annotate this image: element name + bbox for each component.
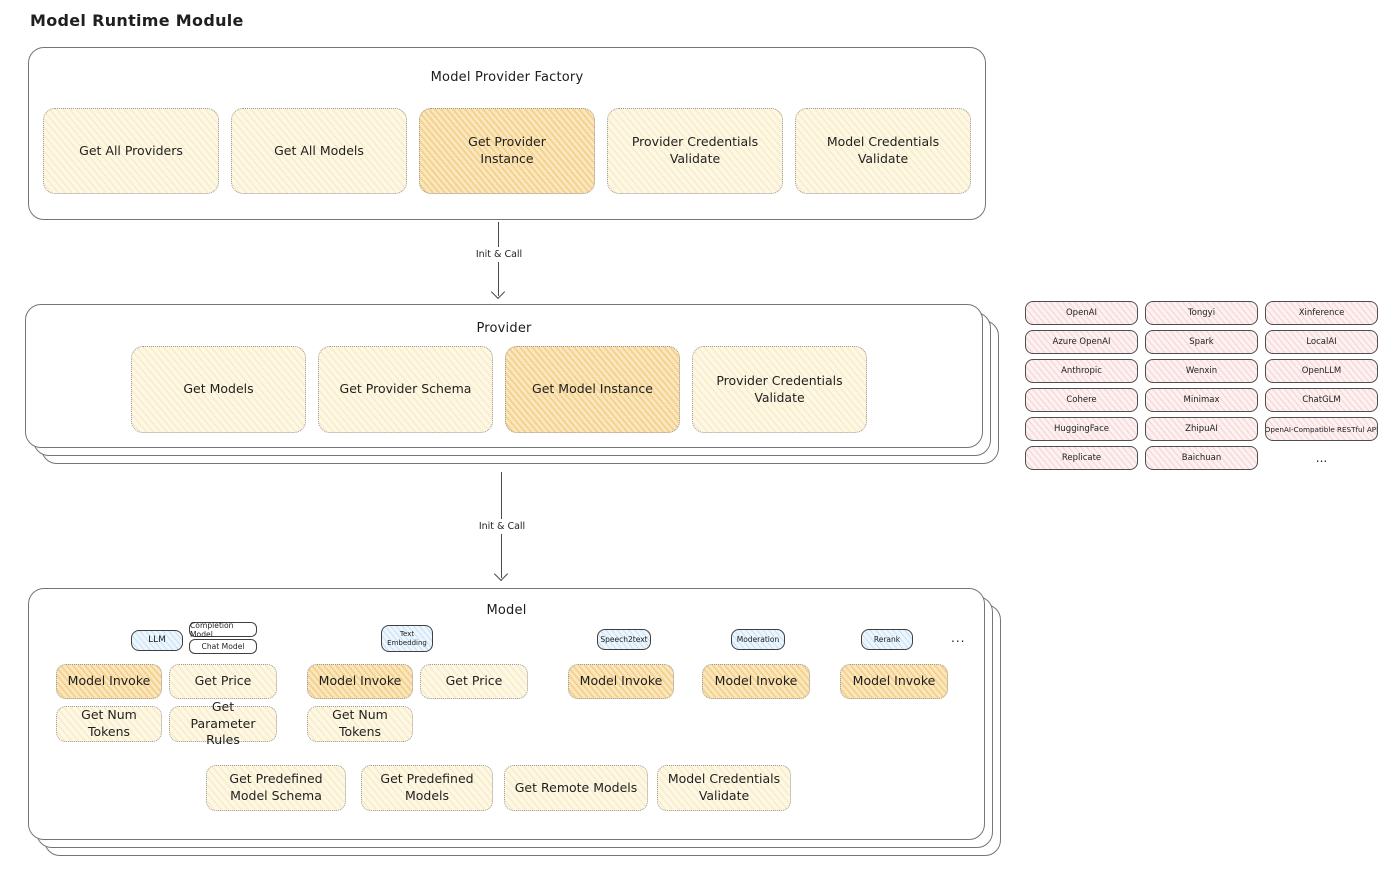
speech2text-model-invoke: Model Invoke [568, 664, 674, 699]
provider-chip-localai: LocalAI [1265, 330, 1378, 354]
provider-chip-chatglm: ChatGLM [1265, 388, 1378, 412]
method-label: Provider Credentials Validate [631, 134, 759, 166]
method-label: Get Provider Schema [339, 381, 472, 397]
tab-chat-model: Chat Model [189, 639, 257, 654]
provider-panel: Provider Get Models Get Provider Schema … [25, 304, 983, 448]
provider-chip-huggingface: HuggingFace [1025, 417, 1138, 441]
model-panel: Model LLM Completion Model Chat Model Te… [28, 588, 985, 840]
method-label: Get Parameter Rules [190, 698, 256, 748]
method-label: Model Credentials Validate [826, 134, 940, 166]
provider-chip-cohere: Cohere [1025, 388, 1138, 412]
get-predefined-model-schema: Get Predefined Model Schema [206, 765, 346, 811]
provider-chip-tongyi: Tongyi [1145, 301, 1258, 325]
method-label: Get All Providers [79, 142, 183, 158]
method-label: Get Predefined Model Schema [229, 771, 323, 803]
arrow-label-init-call-1: Init & Call [464, 247, 534, 262]
provider-method-provider-credentials-validate: Provider Credentials Validate [692, 346, 867, 433]
method-label: Get Remote Models [514, 779, 638, 795]
llm-get-num-tokens: Get Num Tokens [56, 706, 162, 742]
get-predefined-models: Get Predefined Models [361, 765, 493, 811]
llm-get-parameter-rules: Get Parameter Rules [169, 699, 277, 747]
method-label: Model Invoke [318, 673, 402, 689]
moderation-model-invoke: Model Invoke [702, 664, 810, 699]
method-label: Get Model Instance [532, 381, 653, 397]
provider-method-get-model-instance: Get Model Instance [505, 346, 680, 433]
embedding-get-price: Get Price [420, 664, 528, 699]
provider-chip-openai-compatible: OpenAI-Compatible RESTful API [1265, 417, 1378, 441]
method-label: Model Invoke [579, 673, 663, 689]
tab-rerank: Rerank [861, 629, 913, 650]
providers-grid: OpenAI Tongyi Xinference Azure OpenAI Sp… [1025, 301, 1378, 470]
method-label: Model Invoke [852, 673, 936, 689]
factory-method-provider-credentials-validate: Provider Credentials Validate [607, 108, 783, 194]
arrow-label-init-call-2: Init & Call [467, 519, 537, 534]
method-label: Get All Models [274, 142, 364, 158]
provider-chip-anthropic: Anthropic [1025, 359, 1138, 383]
method-label: Get Provider Instance [468, 134, 546, 166]
method-label: Provider Credentials Validate [716, 372, 843, 405]
method-label: Get Predefined Models [380, 771, 474, 803]
page-title: Model Runtime Module [30, 11, 244, 30]
tab-llm: LLM [131, 630, 183, 651]
llm-get-price: Get Price [169, 664, 277, 699]
factory-method-get-all-models: Get All Models [231, 108, 407, 194]
tab-moderation: Moderation [731, 629, 785, 650]
method-label: Get Num Tokens [81, 707, 137, 739]
factory-panel: Model Provider Factory Get All Providers… [28, 47, 986, 220]
method-label: Get Num Tokens [332, 707, 388, 739]
factory-method-model-credentials-validate: Model Credentials Validate [795, 108, 971, 194]
get-remote-models: Get Remote Models [504, 765, 648, 811]
provider-chip-azure-openai: Azure OpenAI [1025, 330, 1138, 354]
provider-chip-replicate: Replicate [1025, 446, 1138, 470]
provider-chip-xinference: Xinference [1265, 301, 1378, 325]
provider-method-get-provider-schema: Get Provider Schema [318, 346, 493, 433]
tab-speech2text: Speech2text [597, 629, 651, 650]
embedding-model-invoke: Model Invoke [307, 664, 413, 699]
tab-completion-model: Completion Model [189, 621, 257, 639]
provider-chip-minimax: Minimax [1145, 388, 1258, 412]
method-label: Model Invoke [714, 673, 798, 689]
model-tabs-more-ellipsis: ... [951, 631, 966, 645]
providers-more-ellipsis: ... [1315, 451, 1328, 465]
model-title: Model [486, 603, 527, 618]
provider-chip-baichuan: Baichuan [1145, 446, 1258, 470]
factory-method-get-provider-instance: Get Provider Instance [419, 108, 595, 194]
method-label: Model Invoke [67, 673, 151, 689]
llm-model-invoke: Model Invoke [56, 664, 162, 699]
provider-title: Provider [476, 321, 532, 336]
method-label: Model Credentials Validate [667, 771, 781, 803]
method-label: Get Models [183, 381, 254, 397]
factory-title: Model Provider Factory [430, 70, 584, 85]
provider-chip-wenxin: Wenxin [1145, 359, 1258, 383]
embedding-get-num-tokens: Get Num Tokens [307, 706, 413, 742]
factory-methods-row: Get All Providers Get All Models Get Pro… [43, 108, 971, 194]
provider-chip-zhipuai: ZhipuAI [1145, 417, 1258, 441]
method-label: Get Price [445, 673, 503, 689]
provider-chip-spark: Spark [1145, 330, 1258, 354]
factory-method-get-all-providers: Get All Providers [43, 108, 219, 194]
tab-text-embedding: Text Embedding [381, 625, 433, 652]
method-label: Get Price [194, 673, 252, 689]
rerank-model-invoke: Model Invoke [840, 664, 948, 699]
model-credentials-validate: Model Credentials Validate [657, 765, 791, 811]
provider-chip-openllm: OpenLLM [1265, 359, 1378, 383]
provider-method-get-models: Get Models [131, 346, 306, 433]
provider-chip-openai: OpenAI [1025, 301, 1138, 325]
